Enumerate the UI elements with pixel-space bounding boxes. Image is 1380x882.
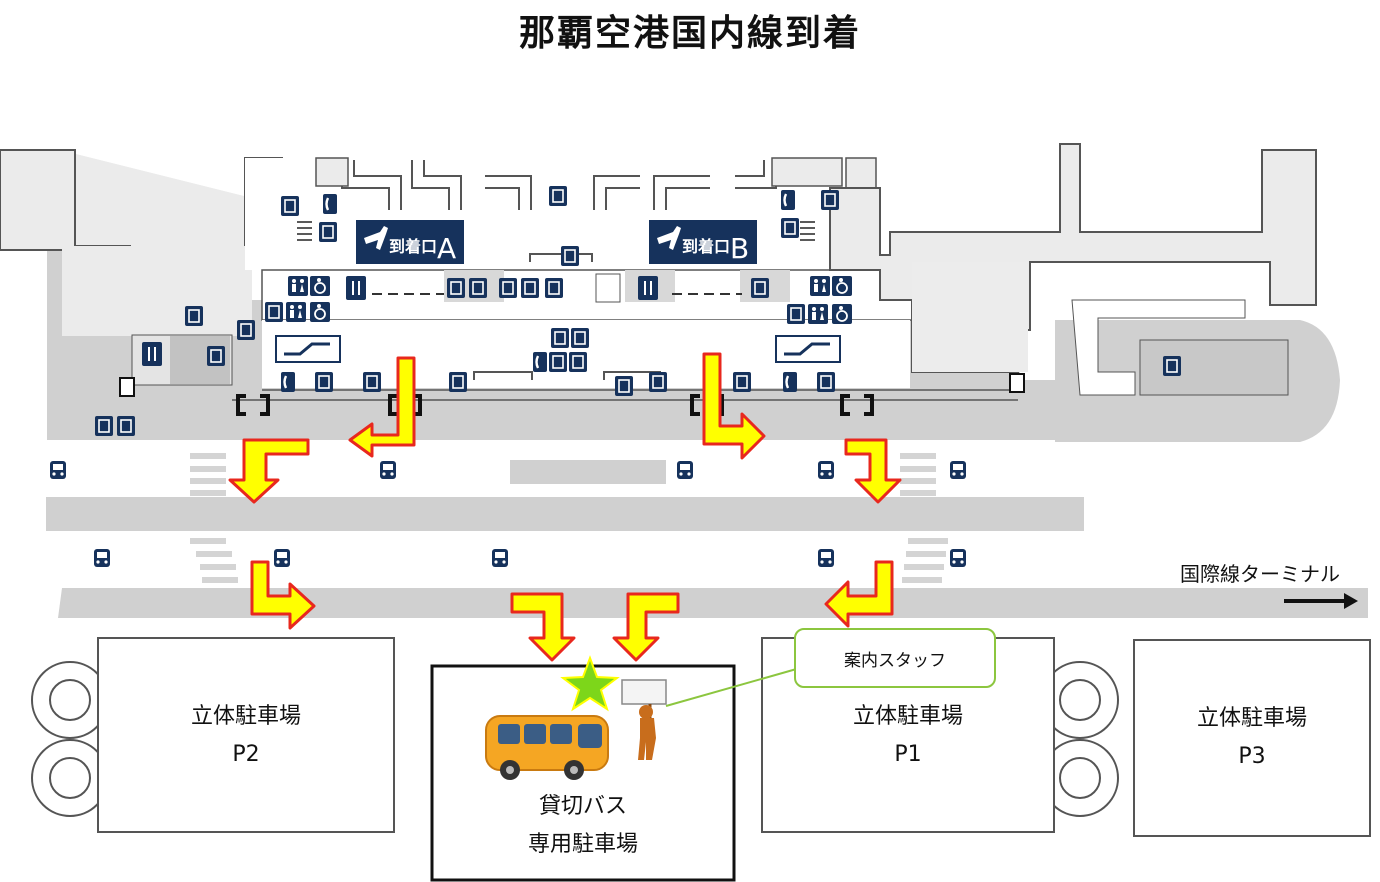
restroom-icon: [288, 276, 308, 296]
bus-stop-icon: [50, 461, 66, 479]
parking-p3-label: 立体駐車場 P3: [1134, 700, 1370, 776]
intl-direction-arrow: [1284, 593, 1358, 609]
lot-code: P1: [894, 742, 922, 767]
road-lower: [58, 588, 1368, 618]
parking-p1-label: 立体駐車場 P1: [762, 698, 1054, 774]
locker-icon: [820, 189, 840, 211]
bus-stop-icon: [274, 549, 290, 567]
charging-icon: [236, 319, 256, 341]
locker-icon: [498, 277, 518, 299]
baggage-claim-icon: [560, 245, 580, 267]
restroom-icon: [808, 304, 828, 324]
accessible-icon: [309, 301, 331, 323]
smoking-icon: [116, 415, 136, 437]
smoking-icon: [318, 221, 338, 243]
information-icon: [362, 371, 382, 393]
phone-icon: [279, 370, 297, 394]
crosswalks: [190, 453, 948, 583]
counter-icon: [750, 277, 770, 299]
phone-icon: [321, 192, 339, 216]
parking-p2: [97, 637, 395, 833]
svg-text:到着口: 到着口: [682, 237, 730, 256]
aed-icon: [570, 327, 590, 349]
median-block: [510, 460, 666, 484]
coin-locker-icon: [648, 371, 668, 393]
lot-name: 立体駐車場: [1196, 706, 1307, 731]
locker-icon: [280, 195, 300, 217]
monument-icon: [1162, 355, 1182, 377]
phone-icon: [779, 188, 797, 212]
svg-text:A: A: [437, 232, 456, 265]
charter-bus-icon: [485, 715, 609, 780]
restaurant-icon: [141, 341, 163, 367]
bus-stop-icon: [950, 549, 966, 567]
lot-name: 立体駐車場: [852, 704, 963, 729]
lot-code: P2: [232, 742, 260, 767]
bus-stop-icon: [677, 461, 693, 479]
counter-icon: [568, 351, 588, 373]
nursing-icon: [264, 301, 284, 323]
lot-name: 立体駐車場: [190, 704, 301, 729]
restaurant-icon: [637, 275, 659, 301]
smoking-icon: [780, 217, 800, 239]
counter-icon: [446, 277, 466, 299]
restroom-icon: [810, 276, 830, 296]
callout-leader: [665, 667, 801, 707]
route-arrows: [228, 352, 902, 662]
escalator-icon: [544, 277, 564, 299]
elevator-icon: [614, 375, 634, 397]
svg-text:到着口: 到着口: [389, 237, 437, 256]
elevator-icon: [548, 185, 568, 207]
gate-sign-b: 到着口 B: [647, 218, 759, 266]
information-icon: [732, 371, 752, 393]
counter-icon: [468, 277, 488, 299]
phone-icon: [531, 350, 549, 374]
restroom-icon: [286, 302, 306, 322]
bus-stop-icon: [818, 549, 834, 567]
nursing-icon: [786, 303, 806, 325]
restaurant-icon: [345, 275, 367, 301]
nursery-icon: [520, 277, 540, 299]
bus-stop-icon: [380, 461, 396, 479]
bus-stop-icon: [94, 549, 110, 567]
page-title: 那覇空港国内線到着: [518, 13, 861, 54]
bus-stop-icon: [950, 461, 966, 479]
locker-icon: [314, 371, 334, 393]
atm-icon: [548, 351, 568, 373]
bus-stop-icon: [818, 461, 834, 479]
intl-terminal-label: 国際線ターミナル: [1180, 562, 1340, 586]
nursery-icon: [206, 345, 226, 367]
parking-p2-label: 立体駐車場 P2: [98, 698, 394, 774]
lot-code: 専用駐車場: [527, 832, 638, 857]
meeting-point-star: [560, 655, 620, 712]
taxi-icon: [94, 415, 114, 437]
guide-staff-callout: 案内スタッフ: [794, 628, 996, 688]
guide-staff-figure: [621, 679, 667, 760]
information-icon: [184, 305, 204, 327]
help-icon: [550, 327, 570, 349]
airplane-arrival-icon: [657, 226, 681, 250]
accessible-icon: [309, 275, 331, 297]
svg-text:B: B: [730, 232, 749, 265]
phone-icon: [781, 370, 799, 394]
coin-locker-icon: [448, 371, 468, 393]
charter-bus-lot-label: 貸切バス 専用駐車場: [432, 788, 734, 864]
bus-stop-icon: [492, 549, 508, 567]
locker-icon: [816, 371, 836, 393]
accessible-icon: [831, 303, 853, 325]
airplane-arrival-icon: [364, 226, 388, 250]
lot-code: P3: [1238, 744, 1266, 769]
road-middle: [46, 497, 1084, 531]
accessible-icon: [831, 275, 853, 297]
lot-name: 貸切バス: [538, 794, 627, 819]
gate-sign-a: 到着口 A: [354, 218, 466, 266]
facility-icons: [50, 185, 1182, 567]
parking-p3: [1133, 639, 1371, 837]
